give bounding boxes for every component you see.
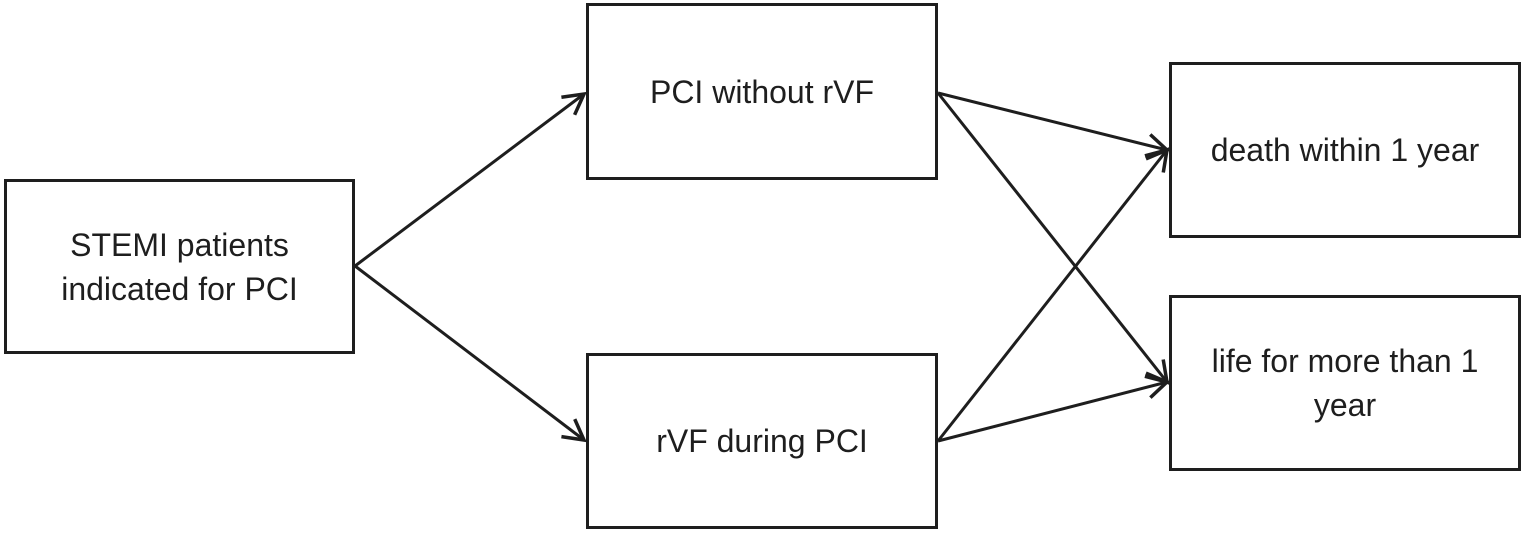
node-life-more-than-1-year-label: life for more than 1 year: [1211, 343, 1479, 423]
node-rvf-during-pci: rVF during PCI: [586, 353, 938, 529]
node-life-more-than-1-year: life for more than 1 year: [1169, 295, 1521, 471]
node-death-within-1-year: death within 1 year: [1169, 62, 1521, 238]
node-death-within-1-year-label: death within 1 year: [1210, 132, 1480, 168]
edge-pci-without-rvf-to-death: [937, 91, 1171, 158]
node-stemi-patients-label: STEMI patients indicated for PCI: [61, 226, 298, 307]
node-pci-without-rvf-label: PCI without rVF: [649, 73, 875, 110]
node-rvf-during-pci-label: rVF during PCI: [656, 423, 868, 459]
edge-pci-without-rvf-to-life: [936, 92, 1170, 385]
edge-start-to-pci-without-rvf: [354, 91, 587, 268]
node-stemi-patients: STEMI patients indicated for PCI: [4, 179, 355, 354]
edge-start-to-rvf-during-pci: [354, 264, 587, 443]
edge-rvf-during-pci-to-life: [937, 374, 1171, 443]
edge-rvf-during-pci-to-death: [936, 147, 1170, 442]
node-pci-without-rvf: PCI without rVF: [586, 3, 938, 180]
